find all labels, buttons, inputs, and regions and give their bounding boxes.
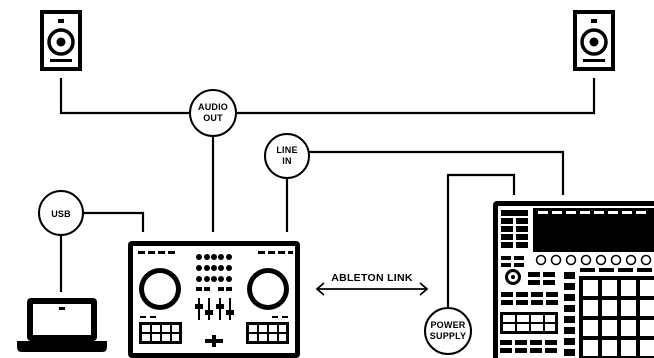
usb-cable (59, 211, 145, 292)
dj-controller (128, 241, 300, 358)
power-label-line1: POWER (430, 320, 465, 330)
usb-bubble: USB (38, 190, 84, 236)
production-controller (493, 201, 654, 358)
ableton-link-label: ABLETON LINK (331, 272, 413, 284)
speaker-right (573, 10, 615, 71)
connection-lines (59, 78, 596, 320)
audio-out-bubble: AUDIO OUT (189, 89, 237, 137)
power-cable (446, 173, 516, 320)
dj-controller-icon (128, 241, 300, 358)
laptop (17, 298, 107, 352)
audio-out-cable (59, 78, 596, 115)
audio-out-label-line2: OUT (203, 113, 223, 123)
usb-label: USB (51, 209, 71, 219)
speaker-left (40, 10, 82, 71)
line-in-bubble: LINE IN (264, 133, 310, 179)
power-label-line2: SUPPLY (430, 331, 466, 341)
ableton-link-arrow (315, 282, 429, 296)
line-in-label-line1: LINE (276, 145, 297, 155)
speaker-icon (573, 10, 615, 71)
power-supply-bubble: POWER SUPPLY (424, 307, 472, 355)
line-in-label-line2: IN (282, 156, 291, 166)
maschine-controller-icon (493, 201, 654, 358)
audio-out-label-line1: AUDIO (198, 102, 228, 112)
laptop-icon (17, 298, 107, 352)
speaker-icon (40, 10, 82, 71)
